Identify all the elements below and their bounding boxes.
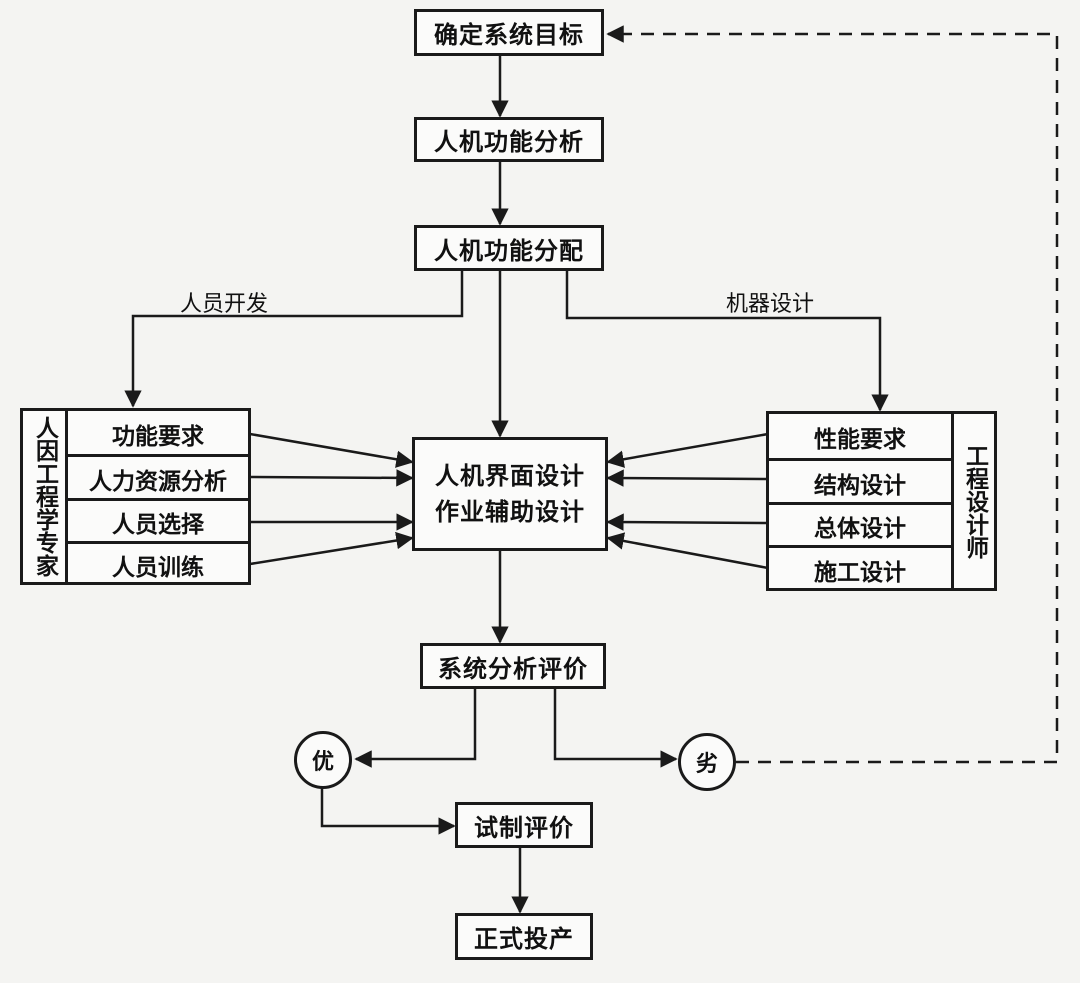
right-group-stack: 性能要求 结构设计 总体设计 施工设计 bbox=[766, 411, 954, 591]
analysis-text: 人机功能分析 bbox=[434, 128, 584, 156]
bad-text: 劣 bbox=[695, 752, 718, 777]
edge-left-item-4 bbox=[249, 531, 414, 566]
allocation-text: 人机功能分配 bbox=[434, 236, 584, 265]
edge-right-item-2 bbox=[606, 469, 769, 487]
production-text: 正式投产 bbox=[474, 925, 574, 953]
trial-box: 试制评价 bbox=[455, 802, 593, 848]
analysis-box: 人机功能分析 bbox=[414, 117, 604, 162]
right-group-item: 总体设计 bbox=[769, 502, 951, 547]
production-box: 正式投产 bbox=[455, 913, 593, 960]
right-group-label: 工程设计师 bbox=[951, 411, 997, 591]
edge-left-item-1 bbox=[249, 432, 414, 468]
interface-design-box: 人机界面设计 作业辅助设计 bbox=[412, 437, 608, 551]
goal-box: 确定系统目标 bbox=[414, 9, 604, 56]
left-branch-label: 人员开发 bbox=[180, 292, 269, 317]
bad-node: 劣 bbox=[678, 733, 736, 791]
right-group-item: 结构设计 bbox=[769, 458, 951, 504]
interface-line-1: 人机界面设计 bbox=[435, 462, 585, 490]
right-group-item: 性能要求 bbox=[814, 427, 906, 453]
good-text: 优 bbox=[311, 750, 334, 775]
edge-evaluation-bad bbox=[553, 688, 678, 768]
right-branch-label: 机器设计 bbox=[726, 292, 815, 317]
edge-bad-goal-feedback bbox=[606, 25, 1059, 764]
left-group-stack: 功能要求 人力资源分析 人员选择 人员训练 bbox=[65, 408, 251, 585]
edge-good-trial bbox=[320, 788, 456, 835]
left-group-item: 人员选择 bbox=[68, 498, 248, 543]
left-group-item: 人力资源分析 bbox=[68, 454, 248, 500]
goal-text: 确定系统目标 bbox=[434, 21, 584, 49]
left-group-item: 功能要求 bbox=[112, 423, 204, 450]
edge-allocation-left-group bbox=[124, 270, 464, 408]
good-node: 优 bbox=[294, 731, 352, 789]
edge-evaluation-good bbox=[354, 688, 477, 768]
interface-line-2: 作业辅助设计 bbox=[435, 498, 585, 526]
edge-right-item-3 bbox=[606, 513, 769, 531]
allocation-box: 人机功能分配 bbox=[414, 225, 604, 271]
left-group-item: 人员训练 bbox=[68, 541, 248, 585]
trial-text: 试制评价 bbox=[474, 813, 574, 842]
edge-right-item-1 bbox=[606, 432, 769, 468]
evaluation-text: 系统分析评价 bbox=[438, 654, 588, 683]
evaluation-box: 系统分析评价 bbox=[420, 643, 606, 689]
edge-right-item-4 bbox=[606, 532, 769, 570]
left-group-label: 人因工程学专家 bbox=[20, 408, 68, 585]
right-group-item: 施工设计 bbox=[769, 545, 951, 591]
edge-left-item-2 bbox=[249, 469, 414, 487]
edge-allocation-right-group bbox=[565, 270, 889, 412]
